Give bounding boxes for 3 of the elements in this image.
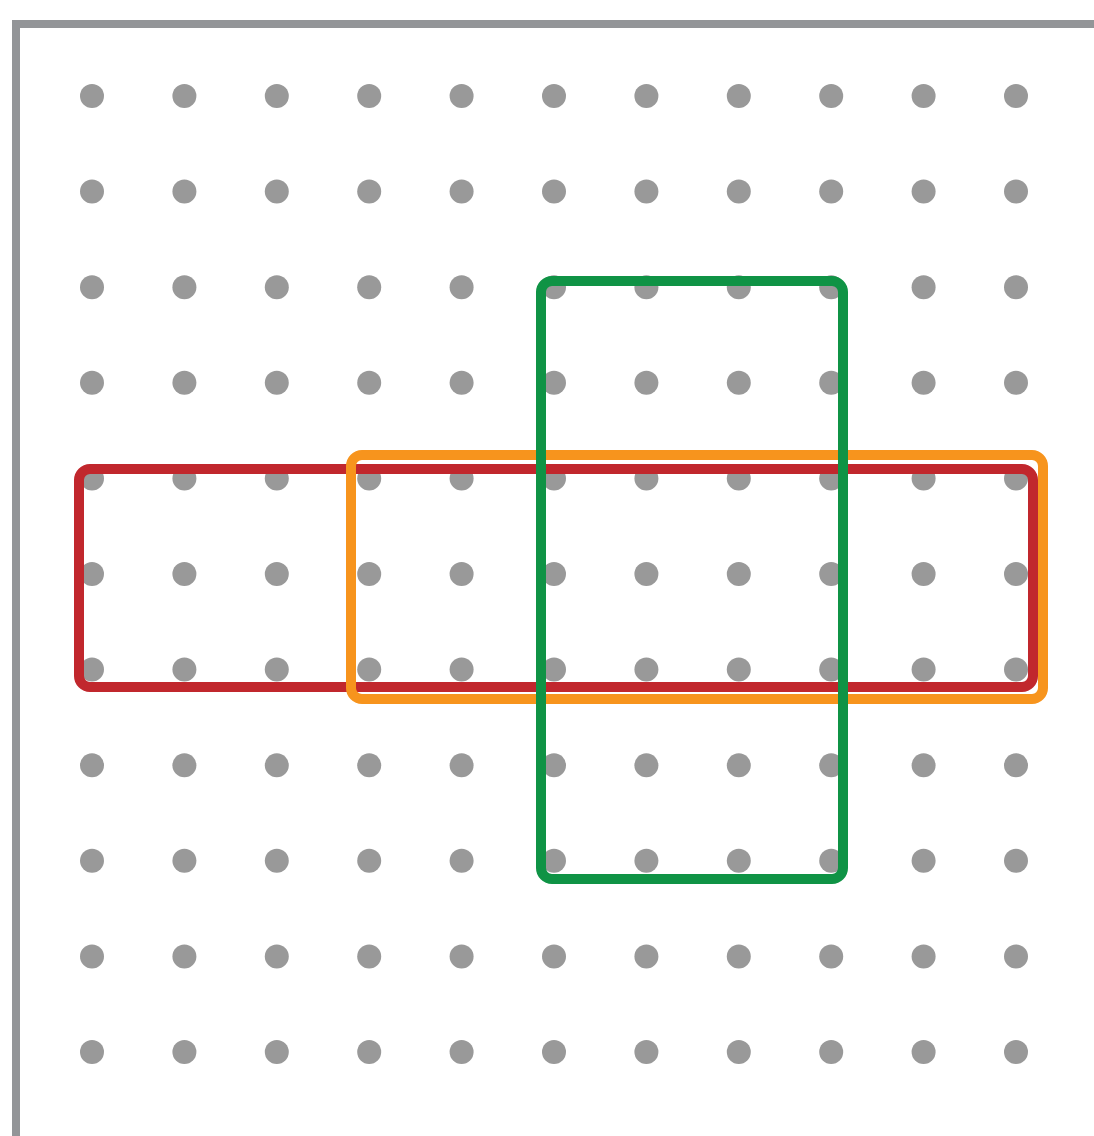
rectangle-outline	[74, 464, 1038, 692]
rectangle-outline	[536, 276, 848, 884]
rectangle-outline	[346, 450, 1048, 704]
